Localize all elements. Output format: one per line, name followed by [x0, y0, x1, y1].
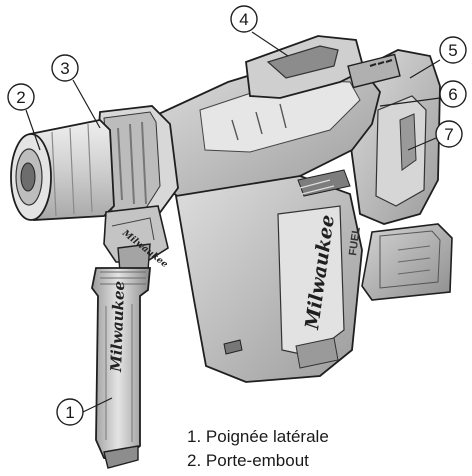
parts-legend: 1. Poignée latérale 2. Porte-embout	[187, 425, 329, 473]
series-logo-body: FUEL	[347, 226, 363, 256]
callout-number: 1	[65, 403, 74, 422]
callout-6: 6	[439, 80, 467, 108]
battery-pack	[361, 223, 453, 301]
callout-7: 7	[435, 120, 463, 148]
leader-line-4	[251, 31, 289, 57]
callout-number: 2	[16, 88, 25, 107]
callout-5: 5	[439, 36, 467, 64]
callout-1: 1	[56, 398, 84, 426]
side-handle	[91, 267, 151, 469]
callout-number: 3	[60, 59, 69, 78]
leader-line-2	[25, 109, 41, 151]
callout-number: 7	[444, 125, 453, 144]
leader-lines	[25, 31, 441, 413]
brand-logo-handle: Milwaukee	[107, 281, 128, 374]
legend-item-2: 2. Porte-embout	[187, 451, 309, 470]
bit-holder	[10, 119, 115, 221]
leader-line-3	[72, 79, 101, 129]
top-handle	[245, 35, 401, 99]
lower-housing	[174, 169, 363, 383]
leader-line-5	[409, 59, 441, 79]
side-handle-clamp	[103, 205, 169, 273]
leader-line-1	[82, 397, 113, 413]
front-collar	[93, 105, 179, 223]
callout-2: 2	[7, 83, 35, 111]
main-housing	[149, 59, 381, 201]
callout-3: 3	[51, 54, 79, 82]
callout-number: 5	[448, 41, 457, 60]
callout-number: 6	[448, 85, 457, 104]
leader-line-7	[407, 137, 437, 151]
callout-number: 4	[239, 10, 248, 29]
legend-item-1: 1. Poignée latérale	[187, 427, 329, 446]
leader-line-6	[379, 97, 441, 107]
callout-4: 4	[230, 5, 258, 33]
